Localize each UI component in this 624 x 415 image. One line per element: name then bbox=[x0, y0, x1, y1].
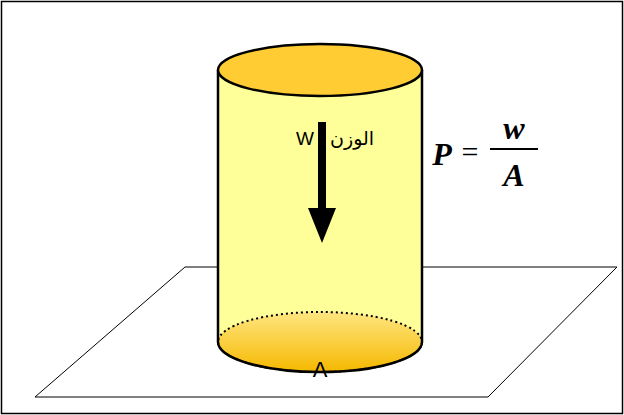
cylinder-top bbox=[218, 44, 422, 96]
pressure-symbol: P bbox=[432, 138, 452, 170]
cylinder-body bbox=[218, 70, 422, 372]
weight-arrow-head bbox=[308, 208, 336, 243]
fraction-bar bbox=[490, 148, 538, 150]
area-label: A bbox=[313, 359, 328, 381]
cylinder-outline bbox=[218, 70, 422, 372]
fraction-numerator: w bbox=[503, 112, 524, 144]
weight-symbol: W bbox=[296, 129, 314, 148]
weight-label-ar: الوزن bbox=[330, 129, 374, 148]
equals-sign: = bbox=[462, 137, 479, 167]
weight-arrow-shaft bbox=[318, 122, 326, 210]
fraction-denominator: A bbox=[503, 159, 524, 191]
